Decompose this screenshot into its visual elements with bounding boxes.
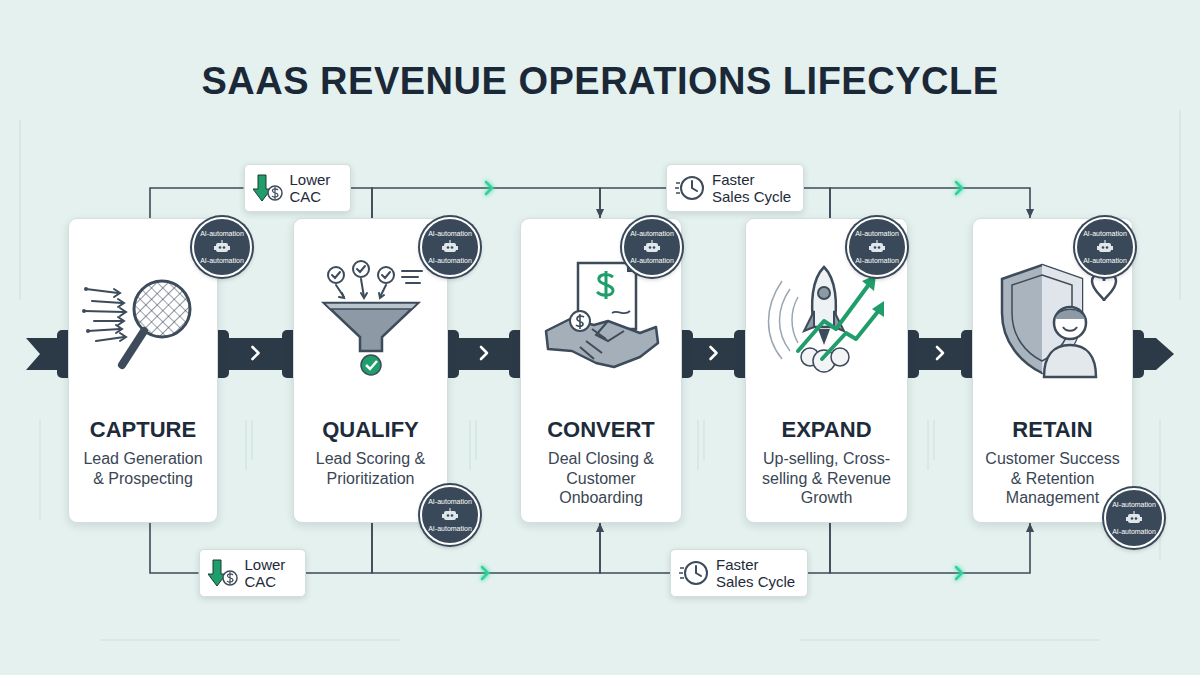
automation-badge: AI-automationAI-automation <box>1075 217 1135 277</box>
node-icon <box>679 558 709 588</box>
node-icon <box>213 240 231 254</box>
diagram-title: SAAS REVENUE OPERATIONS LIFECYCLE <box>0 60 1200 103</box>
flow-line <box>830 188 1030 218</box>
badge-label: AI-automation <box>1083 230 1127 237</box>
node-icon <box>536 259 666 379</box>
node-icon <box>208 558 238 588</box>
callout-label: Lower CAC <box>245 556 295 591</box>
node-icon <box>988 259 1118 379</box>
node-icon <box>306 259 436 379</box>
badge-label: AI-automation <box>855 230 899 237</box>
flow-line <box>804 188 830 218</box>
stage-description: Lead Generation & Prospecting <box>76 449 210 487</box>
stage-heading: CAPTURE <box>90 417 196 443</box>
badge-label: AI-automation <box>855 257 899 264</box>
node-icon <box>441 240 459 254</box>
benefit-callout: Lower CAC <box>244 164 351 213</box>
flow-line <box>808 523 830 573</box>
badge-label: AI-automation <box>1112 528 1156 535</box>
stage-card: CAPTURE Lead Generation & Prospecting <box>68 218 218 523</box>
flow-line <box>150 523 199 573</box>
badge-label: AI-automation <box>1112 501 1156 508</box>
callout-label: Lower CAC <box>290 171 340 206</box>
callout-label: Faster Sales Cycle <box>712 171 793 206</box>
badge-label: AI-automation <box>428 257 472 264</box>
stage-description: Deal Closing & Customer Onboarding <box>528 449 674 507</box>
node-icon <box>441 508 459 522</box>
stage-heading: CONVERT <box>547 417 655 443</box>
benefit-callout: Faster Sales Cycle <box>670 549 808 598</box>
lifecycle-arrow <box>218 338 293 368</box>
flow-line <box>306 523 373 573</box>
badge-label: AI-automation <box>428 498 472 505</box>
flow-line <box>600 188 666 218</box>
flow-chevrons <box>482 182 962 579</box>
badge-label: AI-automation <box>200 257 244 264</box>
flow-line <box>351 188 373 218</box>
automation-badge: AI-automationAI-automation <box>622 217 682 277</box>
badge-label: AI-automation <box>428 525 472 532</box>
node-icon <box>1096 240 1114 254</box>
stage-heading: EXPAND <box>781 417 871 443</box>
node-icon <box>868 240 886 254</box>
benefit-callout: Lower CAC <box>199 549 306 598</box>
node-icon <box>643 240 661 254</box>
node-icon <box>1125 511 1143 525</box>
node-icon <box>253 173 283 203</box>
lifecycle-arrow <box>448 338 520 368</box>
stage-heading: RETAIN <box>1012 417 1092 443</box>
automation-badge: AI-automationAI-automation <box>847 217 907 277</box>
background-circuit <box>20 110 1180 640</box>
stage-description: Customer Success & Retention Management <box>980 449 1125 507</box>
lifecycle-arrow <box>908 338 972 368</box>
badge-label: AI-automation <box>1083 257 1127 264</box>
node-icon <box>675 173 705 203</box>
automation-badge: AI-automationAI-automation <box>192 217 252 277</box>
automation-badge: AI-automationAI-automation <box>420 217 480 277</box>
badge-label: AI-automation <box>630 257 674 264</box>
flow-line <box>830 523 1030 573</box>
stage-heading: QUALIFY <box>322 417 419 443</box>
automation-badge: AI-automationAI-automation <box>1104 488 1164 548</box>
automation-badge: AI-automationAI-automation <box>420 485 480 545</box>
lifecycle-arrow <box>682 338 745 368</box>
benefit-callout: Faster Sales Cycle <box>666 164 804 213</box>
node-icon <box>78 259 208 379</box>
flow-line <box>150 188 244 218</box>
flow-line <box>372 523 600 573</box>
flow-line <box>600 523 670 573</box>
node-icon <box>762 259 892 379</box>
stage-description: Up-selling, Cross-selling & Revenue Grow… <box>753 449 900 507</box>
badge-label: AI-automation <box>200 230 244 237</box>
badge-label: AI-automation <box>630 230 674 237</box>
badge-label: AI-automation <box>428 230 472 237</box>
callout-label: Faster Sales Cycle <box>716 556 797 591</box>
stage-description: Lead Scoring & Prioritization <box>301 449 440 487</box>
